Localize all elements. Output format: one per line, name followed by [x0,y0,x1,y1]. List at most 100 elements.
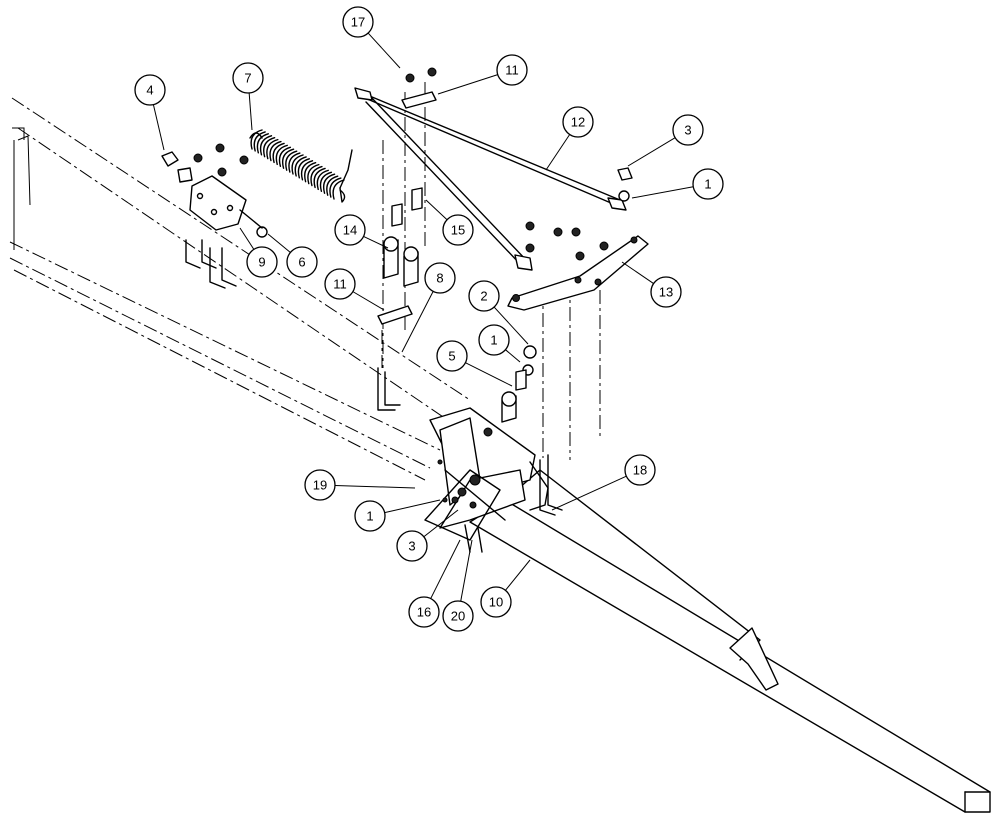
callout-label: 17 [351,15,365,30]
callout-leader [545,134,571,171]
callout-leader [631,186,694,199]
callout-circle [468,280,500,312]
callout-3: 3 [627,114,704,167]
callout-circle [246,246,278,278]
callout-label: 7 [244,71,251,86]
callout-leader [425,199,448,221]
links [377,67,437,325]
callout-label: 4 [146,83,153,98]
callout-leader [423,509,459,538]
callout-6: 6 [267,233,318,278]
callout-label: 3 [684,123,691,138]
callout-leader [334,484,416,489]
callout-9: 9 [239,227,278,278]
hardware [437,167,633,509]
callout-4: 4 [134,74,166,151]
callout-15: 15 [425,199,474,246]
callout-leader [367,32,401,69]
callout-circle [286,246,318,278]
callout-1: 1 [478,324,521,363]
callout-17: 17 [342,6,401,69]
callout-11: 11 [437,54,528,95]
callout-leader [465,362,513,387]
callout-circle [342,6,374,38]
callout-label: 16 [417,605,431,620]
callout-circle [442,214,474,246]
callout-label: 19 [313,478,327,493]
callout-8: 8 [401,262,456,353]
callout-circle [672,114,704,146]
callout-3: 3 [396,509,459,562]
callout-18: 18 [551,454,656,511]
spring-mount-plate [161,143,268,238]
callout-1: 1 [631,168,724,200]
callout-label: 9 [258,255,265,270]
callout-2: 2 [468,280,529,345]
callout-label: 20 [451,609,465,624]
callout-circle [424,262,456,294]
u-bolts [185,82,601,516]
callout-circle [496,54,528,86]
callout-circle [334,214,366,246]
callout-20: 20 [442,539,474,632]
cable-bracket [507,221,649,311]
callout-label: 5 [448,349,455,364]
cables [354,87,627,271]
callout-label: 8 [436,271,443,286]
callout-leader [248,92,253,131]
callout-circle [324,268,356,300]
callout-leader [267,233,291,253]
callout-circle [232,62,264,94]
pivot-bracket [424,407,549,553]
callout-12: 12 [545,106,594,171]
callout-circle [624,454,656,486]
callout-circle [480,586,512,618]
callout-leader [437,74,498,95]
callout-label: 1 [490,333,497,348]
callout-11: 11 [324,268,385,311]
spacers [383,187,423,287]
callout-circle [692,168,724,200]
callout-label: 15 [451,223,465,238]
callout-circle [442,600,474,632]
callout-circle [478,324,510,356]
callout-label: 18 [633,463,647,478]
callout-label: 13 [659,285,673,300]
callout-7: 7 [232,62,264,131]
callout-label: 11 [333,277,347,292]
callout-leader [239,227,255,250]
callout-10: 10 [480,559,531,618]
callout-19: 19 [304,469,416,501]
callout-leader [621,261,654,284]
callout-label: 2 [480,289,487,304]
callout-label: 1 [366,509,373,524]
callout-leader [505,349,521,363]
callout-leader [384,499,441,514]
callout-label: 14 [343,223,357,238]
callout-label: 12 [571,115,585,130]
callout-circle [354,500,386,532]
callout-circle [650,276,682,308]
callout-circle [134,74,166,106]
callout-leader [352,291,385,311]
callout-leader [493,306,529,345]
callout-circle [408,596,440,628]
callout-label: 11 [505,63,519,78]
callout-5: 5 [436,340,513,387]
callout-leader [505,559,531,591]
callout-leader [401,291,434,353]
callout-16: 16 [408,539,461,628]
callout-leader [460,539,473,602]
callout-leader [551,475,627,511]
callout-leader [627,137,676,167]
tension-spring [249,129,353,203]
callout-label: 6 [298,255,305,270]
callout-13: 13 [621,261,682,308]
callout-circle [436,340,468,372]
callout-label: 1 [704,177,711,192]
callout-1: 1 [354,499,441,532]
callout-label: 10 [489,595,503,610]
callout-label: 3 [408,539,415,554]
callout-14: 14 [334,214,389,249]
